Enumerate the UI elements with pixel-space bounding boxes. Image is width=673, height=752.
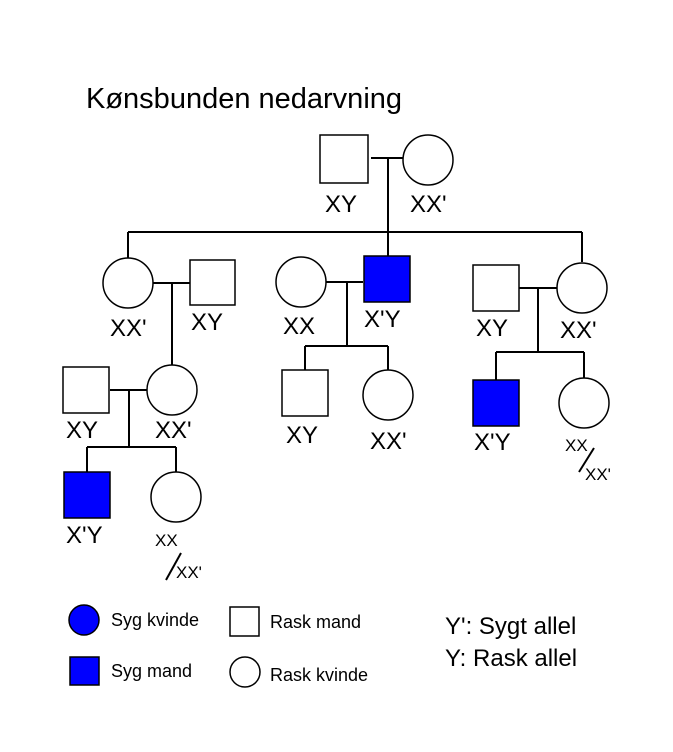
gen1-mother-circle <box>402 134 454 186</box>
gen2-middle-son-label: X'Y <box>364 306 401 333</box>
legend-healthy-female-label: Rask kvinde <box>270 665 368 685</box>
gen3-middle-son-square <box>281 369 329 417</box>
gen4-grandson-label: X'Y <box>66 522 103 549</box>
pedigree-lines <box>86 157 585 472</box>
note-healthy-allele: Y: Rask allel <box>445 645 577 672</box>
legend-healthy-male-label: Rask mand <box>270 612 361 632</box>
legend-healthy-male-icon <box>229 606 260 637</box>
note-sick-allele: Y': Sygt allel <box>445 613 576 640</box>
gen1-father-label: XY <box>325 191 357 218</box>
legend-sick-female-label: Syg kvinde <box>111 610 199 630</box>
gen3-right-daughter-genotype-a: XX <box>565 436 588 455</box>
gen2-left-husband-square <box>189 259 236 306</box>
gen3-right-daughter-slash <box>578 447 595 473</box>
gen4-granddaughter-circle <box>150 471 202 523</box>
gen2-right-daughter-label: XX' <box>560 317 597 344</box>
gen2-middle-wife-circle <box>275 256 327 308</box>
legend: Syg kvinde Syg mand Rask mand Rask kvind… <box>68 604 368 688</box>
gen3-left-daughter-label: XX' <box>155 417 192 444</box>
gen3-middle-daughter-label: XX' <box>370 428 407 455</box>
gen2-left-daughter-circle <box>102 257 154 309</box>
diagram-title: Kønsbunden nedarvning <box>86 83 402 115</box>
legend-sick-male-label: Syg mand <box>111 661 192 681</box>
gen4-granddaughter-slash <box>165 552 182 581</box>
gen3-left-husband-label: XY <box>66 417 98 444</box>
legend-healthy-female-icon <box>229 656 261 688</box>
gen3-right-daughter-genotype-b: XX' <box>585 465 611 484</box>
gen4-granddaughter-genotype-a: XX <box>155 531 178 550</box>
gen2-right-husband-square <box>472 264 520 312</box>
gen2-middle-wife-label: XX <box>283 313 315 340</box>
legend-sick-male-icon <box>69 656 100 686</box>
gen4-grandson-square-affected <box>63 471 111 519</box>
gen2-left-daughter-label: XX' <box>110 315 147 342</box>
gen3-right-son-square-affected <box>472 379 520 427</box>
gen3-left-husband-square <box>62 366 110 414</box>
gen3-left-daughter-circle <box>146 364 198 416</box>
gen3-right-son-label: X'Y <box>474 429 511 456</box>
gen3-middle-son-label: XY <box>286 422 318 449</box>
gen2-left-husband-label: XY <box>191 309 223 336</box>
gen3-middle-daughter-circle <box>362 369 414 421</box>
gen2-right-daughter-circle <box>556 262 608 314</box>
gen4-granddaughter-genotype-b: XX' <box>176 563 202 582</box>
gen2-right-husband-label: XY <box>476 315 508 342</box>
gen1-father-square <box>319 134 369 184</box>
gen1-mother-label: XX' <box>410 191 447 218</box>
gen3-right-daughter-circle <box>558 377 610 429</box>
legend-sick-female-icon <box>68 604 100 636</box>
gen2-middle-son-square-affected <box>363 255 411 303</box>
